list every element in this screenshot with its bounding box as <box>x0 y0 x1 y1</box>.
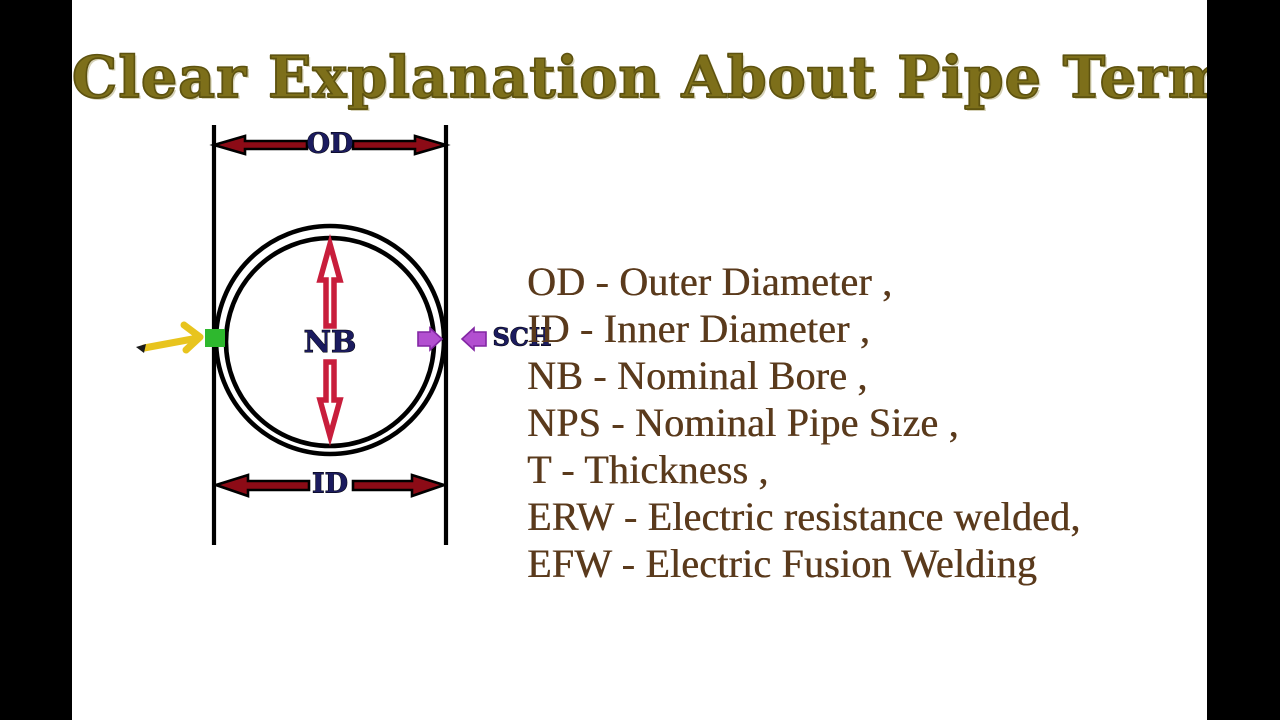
legend-item-nps: NPS - Nominal Pipe Size , <box>527 400 959 445</box>
nb-arrow-down <box>316 359 344 447</box>
slide-canvas: Clear Explanation About Pipe Terms .pipe… <box>72 0 1207 720</box>
nb-arrow-up <box>316 233 344 329</box>
sch-arrow-right <box>417 326 444 352</box>
sch-callout: SCH <box>417 322 552 352</box>
page-title: Clear Explanation About Pipe Terms <box>72 44 1207 111</box>
legend-item-od: OD - Outer Diameter , <box>527 259 893 304</box>
legend-item-t: T - Thickness , <box>527 447 769 492</box>
id-label: ID <box>312 469 348 500</box>
od-arrow-right <box>351 134 451 156</box>
od-label: OD <box>307 129 354 160</box>
legend-item-efw: EFW - Electric Fusion Welding <box>527 541 1037 586</box>
sch-label: SCH <box>492 323 551 352</box>
legend-item-nb: NB - Nominal Bore , <box>527 353 868 398</box>
id-dimension: ID <box>211 468 449 500</box>
letterbox-bar-left <box>0 0 72 720</box>
id-arrow-right <box>351 473 449 498</box>
nb-dimension: NB <box>303 233 357 447</box>
pointer-arrow <box>136 321 204 354</box>
sch-arrow-left <box>460 326 487 352</box>
nb-label: NB <box>304 325 357 360</box>
legend-item-erw: ERW - Electric resistance welded, <box>527 494 1081 539</box>
od-dimension: OD <box>209 128 451 160</box>
letterbox-bar-right <box>1207 0 1280 720</box>
id-arrow-left <box>211 473 311 498</box>
legend-item-id: ID - Inner Diameter , <box>527 306 870 351</box>
pipe-cross-section-diagram: .pipe-edge { stroke:#000000; stroke-widt… <box>102 100 562 580</box>
wall-thickness-marker <box>205 329 225 347</box>
pipe-terms-legend: OD - Outer Diameter , ID - Inner Diamete… <box>527 258 1207 587</box>
od-arrow-left <box>209 134 309 156</box>
